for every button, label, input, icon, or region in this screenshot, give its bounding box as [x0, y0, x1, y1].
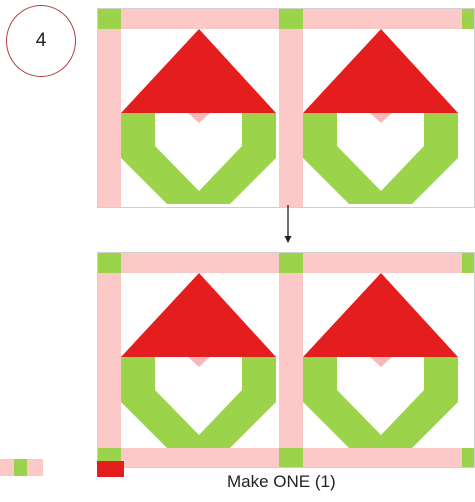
cornerstone	[462, 252, 475, 273]
gnome-block	[303, 273, 458, 448]
after-row	[97, 252, 475, 468]
legend-red-swatch	[97, 461, 124, 477]
cornerstone	[279, 8, 303, 29]
gnome-block	[121, 273, 276, 448]
cornerstone	[462, 8, 475, 29]
sashing-vertical	[97, 273, 121, 448]
legend-green-swatch	[14, 459, 27, 476]
legend-pink-swatch	[0, 459, 14, 476]
fabric-legend	[0, 459, 124, 477]
sashing-vertical	[279, 29, 303, 208]
caption-text: Make ONE (1)	[227, 472, 336, 492]
sashing-vertical	[97, 29, 121, 208]
cornerstone	[279, 448, 303, 468]
cornerstone	[279, 252, 303, 273]
sashing-vertical	[279, 273, 303, 448]
gnome-block	[121, 29, 276, 204]
cornerstone	[462, 448, 475, 468]
cornerstone	[97, 8, 121, 29]
gnome-block	[303, 29, 458, 204]
before-row	[97, 8, 475, 208]
cornerstone	[97, 252, 121, 273]
legend-pink-swatch	[27, 459, 43, 476]
down-arrow-icon	[285, 205, 292, 243]
